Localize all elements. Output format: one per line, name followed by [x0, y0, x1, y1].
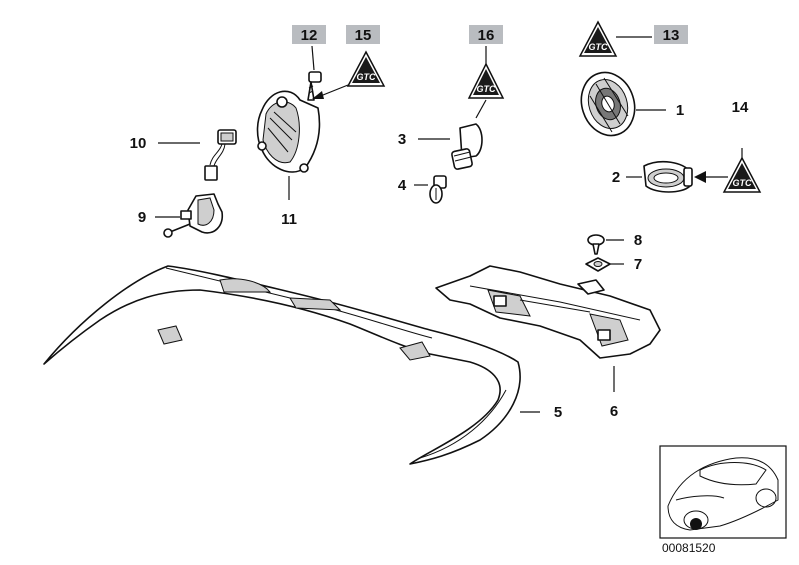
- gtc-symbol: GTC: [733, 178, 752, 188]
- label-box-15: [346, 25, 380, 44]
- label-box-16: [469, 25, 503, 44]
- gtc-symbol: GTC: [589, 42, 608, 52]
- callout-6: 6: [610, 403, 618, 420]
- callout-14: 14: [732, 99, 749, 116]
- gtc-triangle-14: GTC: [722, 156, 762, 193]
- callout-3: 3: [398, 131, 406, 148]
- callout-5: 5: [554, 404, 562, 421]
- inset-reference-number: 00081520: [662, 541, 716, 555]
- location-marker: [690, 518, 702, 530]
- arrow-14: [694, 171, 706, 183]
- vehicle-location-inset: [659, 445, 787, 539]
- callout-15: 15: [355, 27, 372, 44]
- callout-9: 9: [138, 209, 146, 226]
- gtc-triangle-16: GTC: [467, 62, 505, 99]
- callout-16: 16: [478, 27, 495, 44]
- trim-strip-part-5: [43, 265, 521, 465]
- callout-8: 8: [634, 232, 642, 249]
- gtc-symbol: GTC: [357, 72, 376, 82]
- callout-7: 7: [634, 256, 642, 273]
- callout-12: 12: [301, 27, 318, 44]
- bulb-part-4: [429, 175, 447, 204]
- screw-part-12: [307, 71, 322, 101]
- bulb-socket-part-9: [163, 193, 224, 238]
- label-box-12: [292, 25, 326, 44]
- callout-10: 10: [130, 135, 147, 152]
- callout-11: 11: [281, 211, 297, 228]
- callout-13: 13: [663, 27, 680, 44]
- label-box-13: [654, 25, 688, 44]
- gtc-symbol: GTC: [477, 84, 496, 94]
- callout-4: 4: [398, 177, 407, 194]
- callout-2: 2: [612, 169, 620, 186]
- lamp-lens-part-1: [580, 71, 636, 137]
- gtc-triangle-15: GTC: [346, 50, 386, 87]
- gtc-triangle-13: GTC: [578, 20, 618, 57]
- bulb-part-3: [451, 123, 483, 170]
- bracket-part-6: [435, 265, 661, 359]
- clip-ring-part-2: [643, 160, 693, 193]
- arrow-15: [312, 91, 324, 99]
- lamp-housing-part-11: [256, 90, 321, 173]
- cable-connector-part-10: [204, 129, 237, 181]
- nut-part-7: [585, 257, 611, 272]
- callout-1: 1: [676, 102, 684, 119]
- screw-part-8: [587, 234, 605, 255]
